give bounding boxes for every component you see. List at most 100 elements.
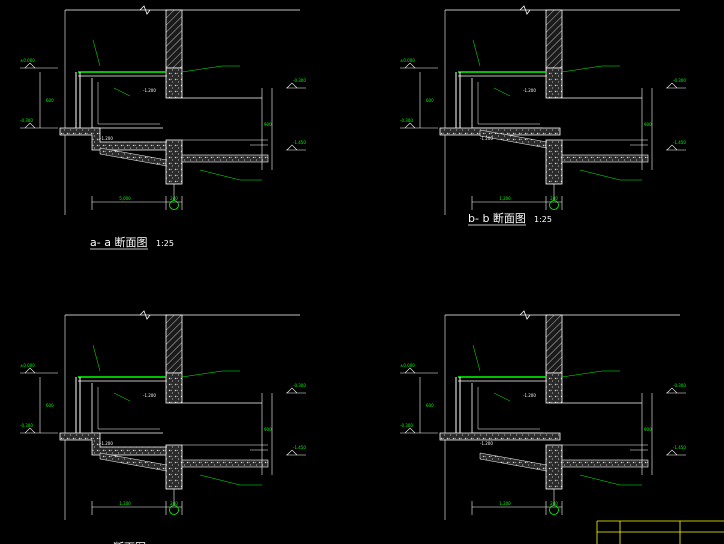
dimension-label: 1,200 <box>499 196 511 201</box>
elevation-mark <box>404 367 416 374</box>
leader-line <box>561 370 603 378</box>
elevation-mark <box>666 82 678 89</box>
pit-slab <box>561 459 649 468</box>
dimension-label: 900 <box>644 427 652 432</box>
room-outline <box>91 383 163 434</box>
leader-line <box>199 169 241 181</box>
section-title: a- a 断面图 <box>90 235 147 249</box>
wall-upper <box>165 9 183 69</box>
room-outline <box>471 78 543 129</box>
dimension-label: 600 <box>46 403 54 408</box>
elevation-label: -1.200 <box>100 441 113 446</box>
foundation-step <box>59 127 181 151</box>
title-block-corner <box>596 520 724 544</box>
room-outline <box>91 78 163 129</box>
axis-bubble <box>549 505 559 515</box>
wall-upper <box>545 314 563 374</box>
elevation-label: ±0.000 <box>20 363 35 368</box>
dimension-label: 1,200 <box>499 501 511 506</box>
elevation-label: -1.200 <box>143 393 156 398</box>
elevation-label: -0.300 <box>673 383 686 388</box>
dimension-label: 900 <box>644 122 652 127</box>
elevation-label: -1.450 <box>293 140 306 145</box>
section-scale: 1:25 <box>534 215 552 224</box>
leader-line <box>493 392 511 402</box>
dimension-label: 1,200 <box>119 501 131 506</box>
pit-wall <box>165 139 183 185</box>
elevation-mark <box>404 427 416 434</box>
section-dd: -0.300-1.450±0.000-0.300600900-1.200-1.2… <box>400 310 686 520</box>
room-outline-inner <box>477 387 540 430</box>
elevation-mark <box>404 62 416 69</box>
elevation-label: ±0.000 <box>400 363 415 368</box>
wall-beam <box>545 67 563 99</box>
elevation-label: -0.300 <box>400 118 413 123</box>
pit-slab <box>561 154 649 163</box>
section-title: c- c 断面图 <box>90 540 146 544</box>
axis-bubble <box>169 200 179 210</box>
section-scale: 1:25 <box>156 239 174 248</box>
elevation-mark <box>404 122 416 129</box>
break-mark <box>519 310 531 320</box>
elevation-mark <box>24 122 36 129</box>
room-outline <box>471 383 543 434</box>
wall-beam <box>545 372 563 404</box>
room-outline-inner <box>97 82 160 125</box>
leader-line <box>561 65 603 73</box>
leader-line <box>92 39 101 67</box>
dimension-label: 900 <box>264 427 272 432</box>
elevation-label: ±0.000 <box>400 58 415 63</box>
break-mark <box>519 5 531 15</box>
foundation-step <box>439 127 561 136</box>
break-mark <box>139 310 151 320</box>
elevation-label: -1.200 <box>480 441 493 446</box>
elevation-label: -1.450 <box>673 445 686 450</box>
leader-line <box>199 474 241 486</box>
elevation-label: -1.450 <box>293 445 306 450</box>
dimension-label: 600 <box>426 403 434 408</box>
leader-line <box>472 344 481 372</box>
dimension-label: 5,000 <box>119 196 131 201</box>
elevation-label: -0.300 <box>293 78 306 83</box>
elevation-mark <box>666 387 678 394</box>
section-title: b- b 断面图 <box>468 211 526 225</box>
dimension-label: 900 <box>264 122 272 127</box>
elevation-mark <box>24 62 36 69</box>
leader-line <box>181 65 223 73</box>
axis-bubble <box>169 505 179 515</box>
elevation-mark <box>24 427 36 434</box>
room-outline-inner <box>97 387 160 430</box>
foundation-step <box>59 432 181 456</box>
leader-line <box>113 87 131 97</box>
elevation-mark <box>24 367 36 374</box>
leader-line <box>472 39 481 67</box>
pit-wall <box>545 444 563 490</box>
pit-slab <box>181 459 269 468</box>
section-bb: -0.300-1.450±0.000-0.300600900-1.200-1.2… <box>400 5 686 226</box>
elevation-label: -0.300 <box>20 423 33 428</box>
pit-wall <box>165 444 183 490</box>
elevation-label: -1.200 <box>100 136 113 141</box>
room-outline-inner <box>477 82 540 125</box>
elevation-label: ±0.000 <box>20 58 35 63</box>
elevation-label: -1.200 <box>523 88 536 93</box>
foundation-step <box>439 432 561 441</box>
elevation-mark <box>286 144 298 151</box>
leader-line <box>579 474 621 486</box>
pit-slab <box>181 154 269 163</box>
section-cc: -0.300 -1.450 ±0.000 -0.300 600 900 -1.200 -1.2… <box>20 310 306 544</box>
elevation-label: -1.200 <box>480 136 493 141</box>
elevation-mark <box>666 144 678 151</box>
elevation-label: -0.300 <box>293 383 306 388</box>
elevation-mark <box>666 449 678 456</box>
leader-line <box>113 392 131 402</box>
leader-line <box>493 87 511 97</box>
section-aa: -0.300-1.450±0.000-0.300600900-1.200-1.2… <box>20 5 306 250</box>
elevation-label: -1.200 <box>143 88 156 93</box>
wall-beam <box>165 372 183 404</box>
elevation-label: -0.300 <box>400 423 413 428</box>
wall-upper <box>165 314 183 374</box>
dimension-label: 600 <box>46 98 54 103</box>
wall-upper <box>545 9 563 69</box>
